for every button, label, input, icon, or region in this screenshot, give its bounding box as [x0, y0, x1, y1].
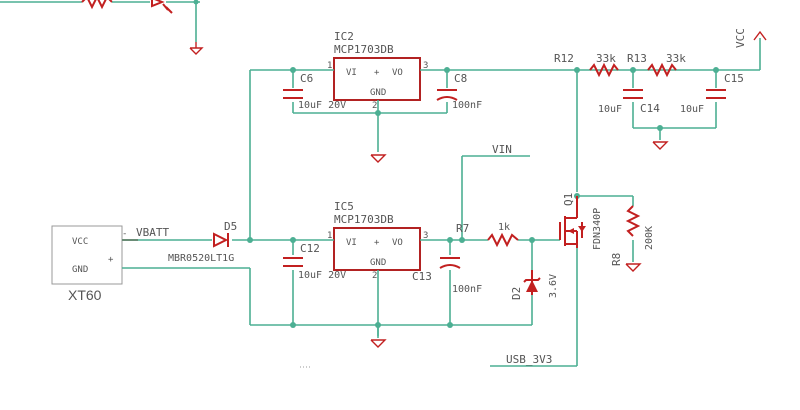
xt60-minus: -: [122, 229, 127, 239]
ic2-regulator: IC2 MCP1703DB VI + VO GND 1 3 2: [327, 30, 428, 111]
vcc-supply-symbol: VCC: [734, 28, 767, 48]
mosfet-q1: Q1 FDN340P: [559, 193, 603, 250]
resistor-r13: R13 33k: [627, 52, 686, 78]
xt60-plus: +: [108, 255, 114, 265]
ic5-pin3: 3: [423, 231, 428, 241]
c15-ref: C15: [724, 72, 744, 85]
q1-ref: Q1: [562, 193, 575, 206]
ic5-pin2: 2: [372, 271, 377, 281]
xt60-name: XT60: [68, 287, 102, 303]
vbatt-net-label: VBATT: [136, 226, 169, 239]
junctions: [247, 67, 719, 328]
d5-part: MBR0520LT1G: [168, 253, 234, 264]
ic2-plus: +: [374, 68, 380, 78]
c8-value: 100nF: [452, 100, 482, 111]
d5-ref: D5: [224, 220, 237, 233]
ic5-gnd: GND: [370, 258, 386, 268]
vcc-net-label: VCC: [734, 28, 747, 48]
wires: [122, 38, 761, 367]
ic2-vo: VO: [392, 68, 403, 78]
diode-d5: D5 MBR0520LT1G: [168, 220, 237, 264]
ic2-part: MCP1703DB: [334, 43, 394, 56]
capacitor-c8: C8 100nF: [436, 72, 482, 111]
ic5-ref: IC5: [334, 200, 354, 213]
partial-top-left-circuit: [0, 0, 204, 55]
ic5-vo: VO: [392, 238, 403, 248]
resistor-r7: R7 1k: [456, 222, 519, 248]
c15-value: 10uF: [680, 104, 704, 115]
r13-ref: R13: [627, 52, 647, 65]
ic5-part: MCP1703DB: [334, 213, 394, 226]
ground-symbol-r8: [625, 263, 642, 272]
ic2-pin2: 2: [372, 101, 377, 111]
ic2-vi: VI: [346, 68, 357, 78]
resistor-r12: R12 33k: [554, 52, 619, 78]
ground-symbol: [189, 42, 204, 55]
xt60-connector: VCC GND + - XT60: [51, 225, 138, 303]
r7-ref: R7: [456, 222, 469, 235]
capacitor-c12: C12 10uF 20V: [283, 242, 346, 281]
ic2-pin3: 3: [423, 61, 428, 71]
ic5-plus: +: [374, 238, 380, 248]
r7-value: 1k: [498, 222, 510, 233]
ic2-gnd: GND: [370, 88, 386, 98]
ground-symbol-ic5: [370, 339, 387, 348]
r12-ref: R12: [554, 52, 574, 65]
capacitor-c13: C13 100nF: [412, 257, 482, 295]
c8-ref: C8: [454, 72, 467, 85]
ic2-pin1: 1: [327, 61, 332, 71]
c13-value: 100nF: [452, 284, 482, 295]
c14-value: 10uF: [598, 104, 622, 115]
ic5-pin1: 1: [327, 231, 332, 241]
d2-ref: D2: [510, 287, 523, 300]
c13-ref: C13: [412, 270, 432, 283]
ic2-ref: IC2: [334, 30, 354, 43]
c12-value: 10uF 20V: [298, 270, 346, 281]
ground-symbol-ic2: [370, 154, 387, 163]
usb-net-label: USB_3V3: [506, 353, 552, 366]
r12-value: 33k: [596, 52, 616, 65]
xt60-gnd-label: GND: [72, 265, 88, 275]
c12-ref: C12: [300, 242, 320, 255]
c6-ref: C6: [300, 72, 313, 85]
capacitor-c15: C15 10uF: [680, 72, 744, 115]
zener-diode-d2: D2 3.6V: [510, 270, 559, 300]
r13-value: 33k: [666, 52, 686, 65]
xt60-vcc-label: VCC: [72, 237, 88, 247]
resistor-r8: R8 200K: [610, 205, 655, 266]
ic5-vi: VI: [346, 238, 357, 248]
capacitor-c6: C6 10uF 20V: [283, 72, 346, 111]
ground-symbol-divider: [652, 141, 669, 150]
vin-net-label: VIN: [492, 143, 512, 156]
d2-value: 3.6V: [548, 274, 559, 298]
r8-value: 200K: [644, 226, 655, 250]
q1-part: FDN340P: [592, 208, 603, 250]
capacitor-c14: C14 10uF: [598, 89, 660, 115]
r8-ref: R8: [610, 253, 623, 266]
c6-value: 10uF 20V: [298, 100, 346, 111]
ic5-regulator: IC5 MCP1703DB VI + VO GND 1 3 2: [327, 200, 428, 281]
c14-ref: C14: [640, 102, 660, 115]
